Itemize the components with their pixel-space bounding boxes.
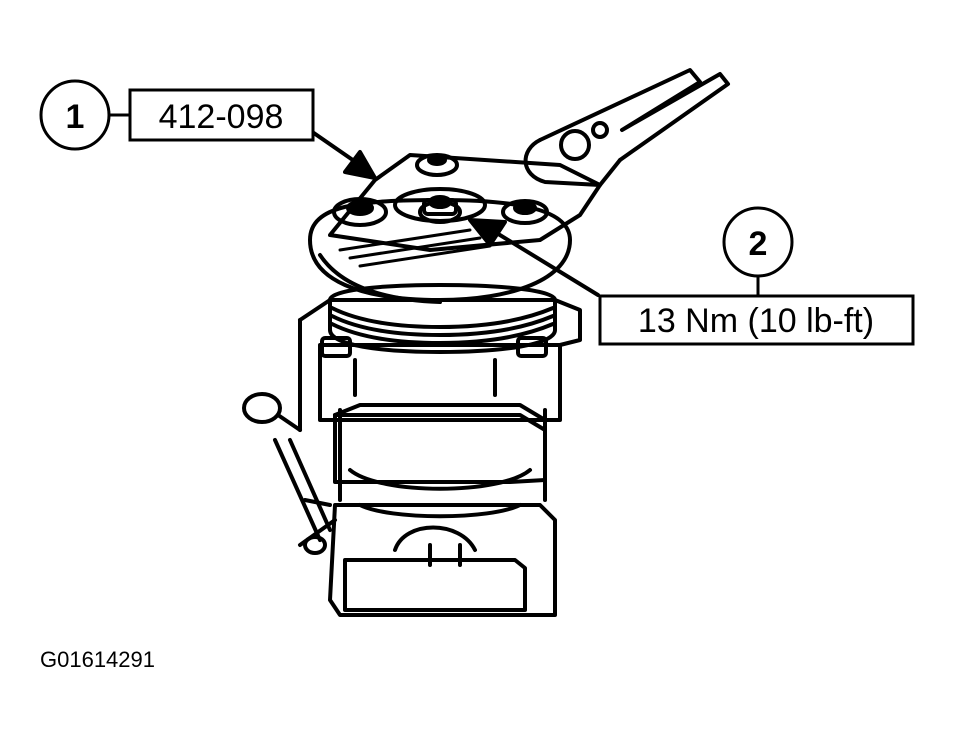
- arrow-head-1: [343, 150, 377, 180]
- center-bolt: [393, 187, 487, 224]
- callout-1-box: [128, 88, 315, 142]
- callout-1: 1 412-098: [39, 79, 315, 151]
- arrow-head-2: [468, 218, 507, 247]
- callout-2: 2 13 Nm (10 lb-ft): [598, 206, 915, 346]
- compressor-body: [298, 298, 582, 519]
- side-handle: [242, 392, 332, 555]
- figure-id: G01614291: [40, 647, 155, 672]
- holding-tool-handle: [523, 68, 730, 187]
- callout-1-number: 1: [66, 98, 85, 136]
- callout-1-label: 412-098: [159, 98, 284, 136]
- callout-2-box: [598, 294, 915, 346]
- holding-fixture: [298, 403, 557, 617]
- callout-2-label: 13 Nm (10 lb-ft): [638, 302, 874, 340]
- callout-2-number: 2: [749, 225, 768, 263]
